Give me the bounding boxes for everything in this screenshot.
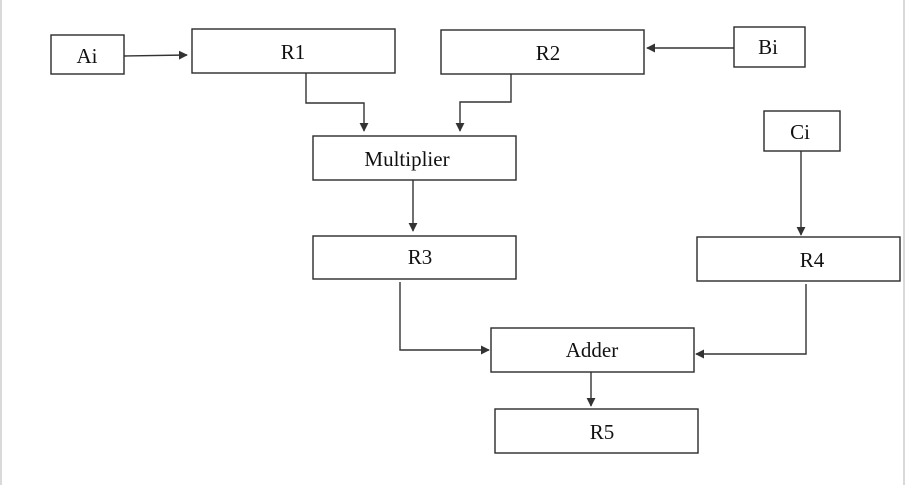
node-r2-label: R2 — [536, 41, 561, 65]
edge-r3-adder — [399, 282, 490, 355]
node-r1-label: R1 — [281, 40, 306, 64]
node-multiplier: Multiplier — [312, 135, 517, 181]
node-r1: R1 — [191, 28, 396, 74]
node-r4: R4 — [696, 236, 901, 282]
edge-ai-r1 — [123, 50, 188, 60]
node-adder: Adder — [490, 327, 695, 373]
node-adder-label: Adder — [566, 338, 618, 362]
edge-r2-multiplier — [455, 74, 512, 132]
node-r2: R2 — [440, 29, 645, 75]
edge-r1-multiplier — [305, 73, 369, 132]
node-bi-label: Bi — [758, 35, 778, 59]
node-ai: Ai — [50, 34, 125, 75]
node-r4-label: R4 — [800, 248, 825, 272]
node-r3-label: R3 — [408, 245, 433, 269]
node-r3: R3 — [312, 235, 517, 280]
node-bi: Bi — [733, 26, 806, 68]
node-r5-label: R5 — [590, 420, 615, 444]
node-r5: R5 — [494, 408, 699, 454]
node-multiplier-label: Multiplier — [364, 147, 449, 171]
node-ai-label: Ai — [77, 44, 98, 68]
node-ci: Ci — [763, 110, 841, 152]
edge-r4-adder — [695, 284, 807, 359]
node-ci-label: Ci — [790, 120, 810, 144]
